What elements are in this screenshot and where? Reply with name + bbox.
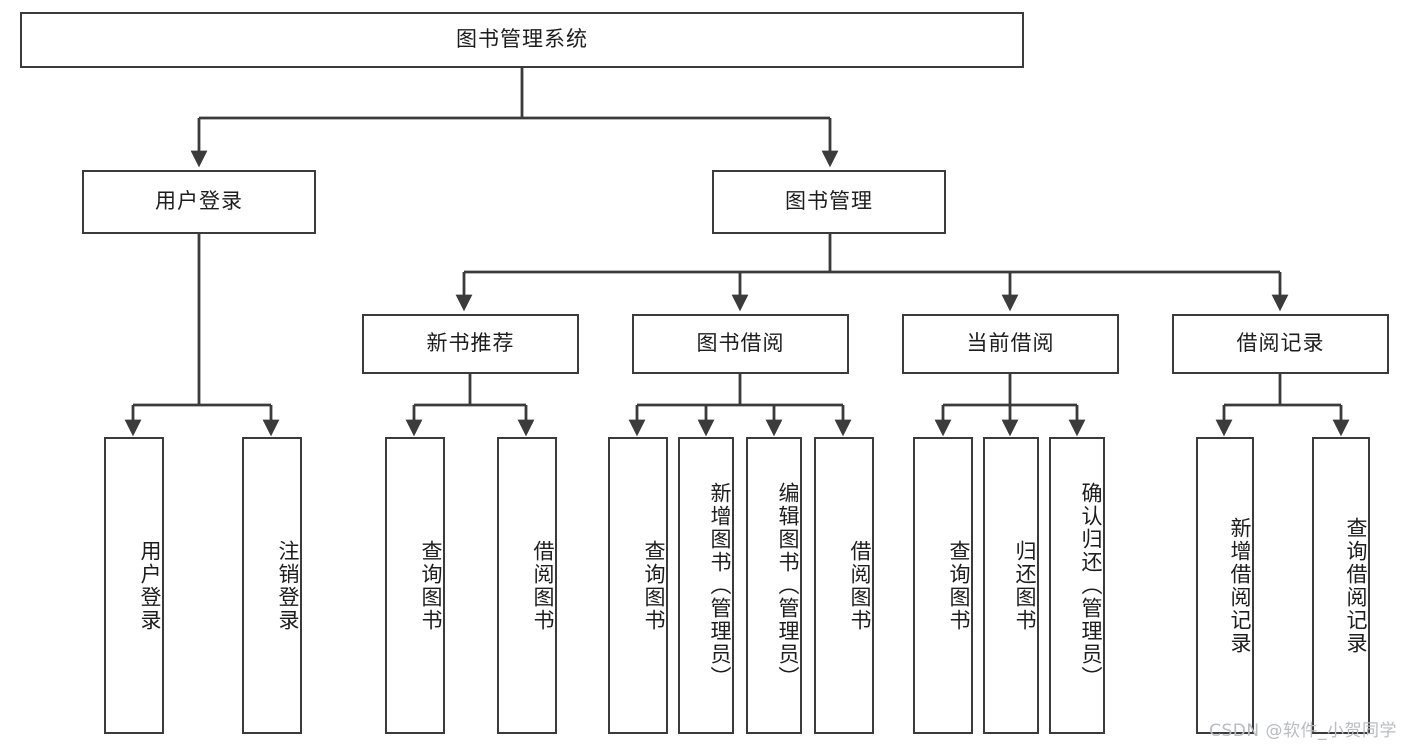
node-new-book-recommend[interactable]: 新书推荐 <box>362 314 579 374</box>
leaf-user-login-login[interactable]: 用户登录 <box>104 437 164 734</box>
node-borrow-record[interactable]: 借阅记录 <box>1172 314 1389 374</box>
node-label: 借阅图书 <box>848 539 872 632</box>
node-label: 用户登录 <box>138 539 162 632</box>
node-label: 当前借阅 <box>966 331 1055 356</box>
node-label: 注销登录 <box>276 539 300 632</box>
leaf-current-return-book[interactable]: 归还图书 <box>983 437 1039 734</box>
node-label: 查询图书 <box>947 539 971 632</box>
leaf-user-login-logout[interactable]: 注销登录 <box>242 437 302 734</box>
leaf-record-add-record[interactable]: 新增借阅记录 <box>1196 437 1254 734</box>
node-label: 新书推荐 <box>426 331 515 356</box>
node-label: 用户登录 <box>155 189 243 214</box>
node-label: 新增借阅记录 <box>1228 516 1252 655</box>
leaf-current-query-book[interactable]: 查询图书 <box>913 437 973 734</box>
leaf-record-query-record[interactable]: 查询借阅记录 <box>1312 437 1370 734</box>
node-label: 借阅记录 <box>1236 331 1325 356</box>
leaf-borrow-add-book[interactable]: 新增图书（管理员） <box>678 437 734 734</box>
leaf-recommend-borrow-book[interactable]: 借阅图书 <box>497 437 557 734</box>
node-label: 归还图书 <box>1013 539 1037 632</box>
node-label: 确认归还（管理员） <box>1079 482 1103 689</box>
leaf-borrow-borrow-book[interactable]: 借阅图书 <box>814 437 874 734</box>
node-label: 编辑图书（管理员） <box>776 482 800 689</box>
node-book-management[interactable]: 图书管理 <box>712 170 946 234</box>
node-label: 新增图书（管理员） <box>708 482 732 689</box>
leaf-recommend-query-book[interactable]: 查询图书 <box>385 437 445 734</box>
node-label: 查询图书 <box>419 539 443 632</box>
node-current-borrow[interactable]: 当前借阅 <box>902 314 1119 374</box>
node-label: 图书管理 <box>785 189 873 214</box>
node-system-root[interactable]: 图书管理系统 <box>20 12 1024 68</box>
watermark: CSDN @软件_小贺同学 <box>1209 721 1397 741</box>
leaf-borrow-query-book[interactable]: 查询图书 <box>608 437 668 734</box>
node-label: 图书管理系统 <box>456 27 588 52</box>
node-label: 查询图书 <box>642 539 666 632</box>
node-label: 图书借阅 <box>696 331 785 356</box>
node-label: 借阅图书 <box>531 539 555 632</box>
node-label: 查询借阅记录 <box>1344 516 1368 655</box>
node-book-borrow[interactable]: 图书借阅 <box>632 314 849 374</box>
node-user-login[interactable]: 用户登录 <box>82 170 316 234</box>
leaf-current-confirm-return[interactable]: 确认归还（管理员） <box>1049 437 1105 734</box>
leaf-borrow-edit-book[interactable]: 编辑图书（管理员） <box>746 437 802 734</box>
